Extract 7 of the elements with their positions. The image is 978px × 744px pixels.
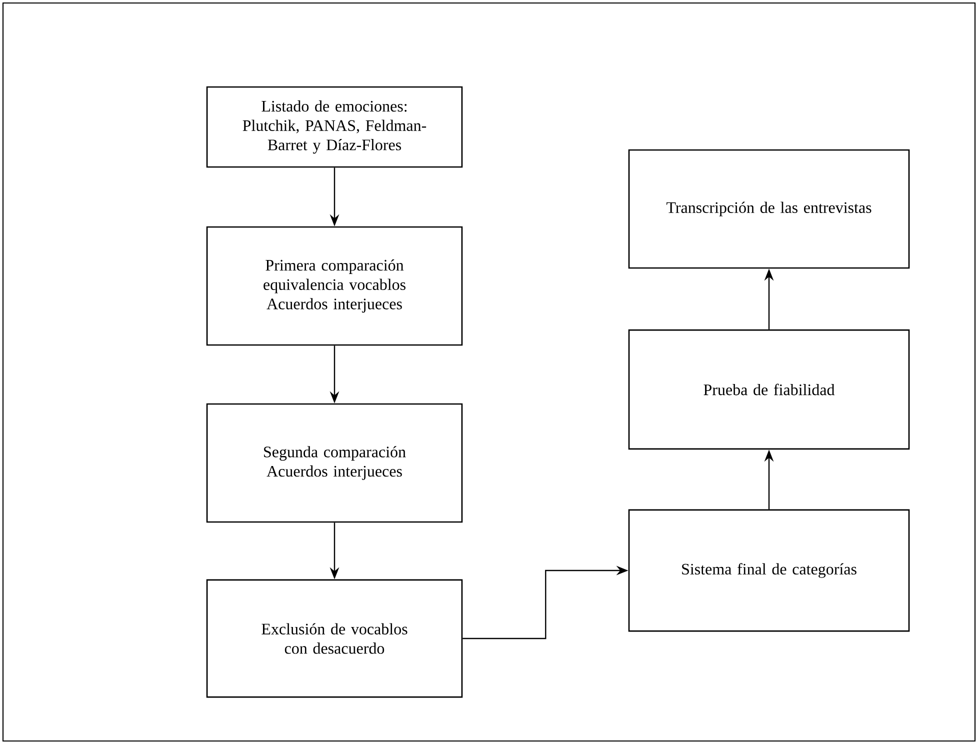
process-box: Exclusión de vocablos con desacuerdo bbox=[206, 579, 463, 698]
process-box: Primera comparación equivalencia vocablos Acuerdos interjueces bbox=[206, 226, 463, 346]
process-box: Listado de emociones: Plutchik, PANAS, Feldman-Barret y Díaz-Flores bbox=[206, 86, 463, 168]
process-box: Segunda comparación Acuerdos interjueces bbox=[206, 403, 463, 523]
process-box: Sistema final de categorías bbox=[628, 509, 910, 632]
process-box: Prueba de fiabilidad bbox=[628, 329, 910, 450]
process-box: Transcripción de las entrevistas bbox=[628, 149, 910, 269]
